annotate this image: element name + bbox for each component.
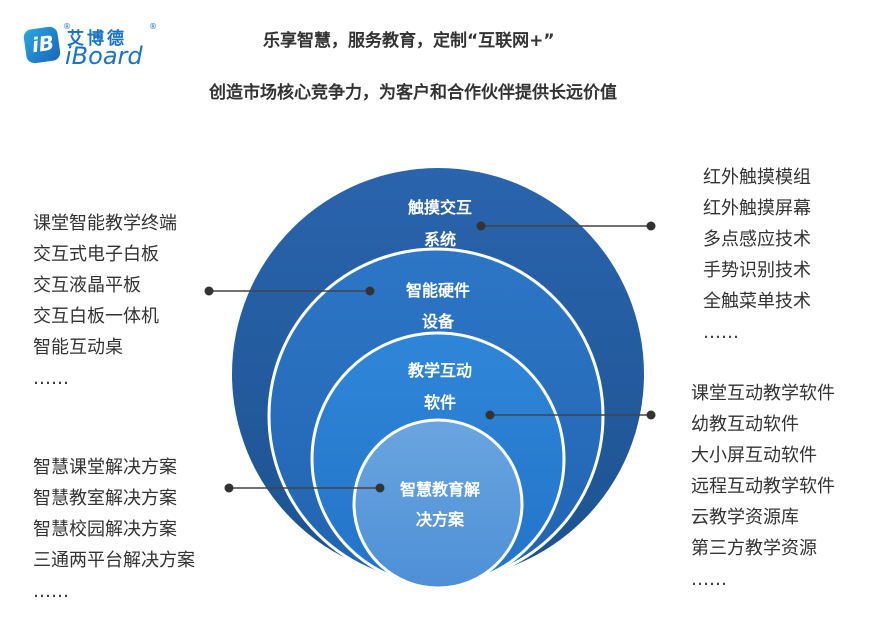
connector-dot — [476, 221, 486, 231]
list-item: 红外触摸模组 — [703, 167, 811, 188]
list-item: 第三方教学资源 — [691, 538, 817, 559]
connector-dot — [224, 483, 234, 493]
list-item: 智慧教室解决方案 — [33, 488, 177, 509]
iboard-logo: iB ® 艾博德 ® iBoard — [22, 22, 165, 70]
list-item: 幼教互动软件 — [691, 414, 799, 435]
registered-mark: ® — [63, 22, 71, 31]
list-item: …… — [691, 569, 727, 590]
ring-label: 设备 — [422, 312, 455, 331]
ring-label: 系统 — [424, 230, 456, 249]
registered-mark: ® — [149, 22, 157, 31]
solution-list: 智慧课堂解决方案 智慧教室解决方案 智慧校园解决方案 三通两平台解决方案 …… — [33, 452, 195, 607]
list-item: 红外触摸屏幕 — [703, 198, 811, 219]
touch-technology-list: 红外触摸模组 红外触摸屏幕 多点感应技术 手势识别技术 全触菜单技术 …… — [703, 162, 811, 348]
ring-smart-education — [352, 418, 524, 590]
list-item: …… — [703, 322, 739, 343]
connector-dot — [646, 410, 656, 420]
list-item: 课堂智能教学终端 — [33, 213, 177, 234]
list-item: 智能互动桌 — [33, 337, 123, 358]
list-item: 交互式电子白板 — [33, 244, 159, 265]
list-item: 手势识别技术 — [703, 260, 811, 281]
hardware-product-list: 课堂智能教学终端 交互式电子白板 交互液晶平板 交互白板一体机 智能互动桌 …… — [33, 208, 177, 394]
logo-english-name: iBoard — [65, 42, 143, 70]
list-item: 三通两平台解决方案 — [33, 550, 195, 571]
ring-label: 教学互动 — [408, 361, 472, 380]
list-item: 交互液晶平板 — [33, 275, 141, 296]
connector-dot — [204, 286, 214, 296]
ring-label: 软件 — [424, 393, 456, 412]
software-list: 课堂互动教学软件 幼教互动软件 大小屏互动软件 远程互动教学软件 云教学资源库 … — [691, 378, 835, 595]
list-item: 课堂互动教学软件 — [691, 383, 835, 404]
connector-dot — [646, 221, 656, 231]
list-item: 智慧校园解决方案 — [33, 519, 177, 540]
connector-dot — [375, 483, 385, 493]
list-item: …… — [33, 581, 69, 602]
list-item: 多点感应技术 — [703, 229, 811, 250]
list-item: 大小屏互动软件 — [691, 445, 817, 466]
ring-label: 触摸交互 — [407, 198, 472, 217]
ring-label: 智能硬件 — [406, 281, 470, 300]
list-item: 交互白板一体机 — [33, 306, 159, 327]
ring-label: 决方案 — [416, 510, 465, 529]
list-item: 云教学资源库 — [691, 507, 799, 528]
list-item: 远程互动教学软件 — [691, 476, 835, 497]
list-item: 智慧课堂解决方案 — [33, 457, 177, 478]
connector-dot — [485, 410, 495, 420]
connector-dot — [365, 286, 375, 296]
ring-label: 智慧教育解 — [400, 480, 480, 499]
headline-line-1: 乐享智慧，服务教育，定制“互联网+” — [263, 31, 555, 51]
list-item: …… — [33, 368, 69, 389]
list-item: 全触菜单技术 — [703, 291, 811, 312]
logo-chinese-name: 艾博德 — [67, 29, 127, 49]
headline-line-2: 创造市场核心竞争力，为客户和合作伙伴提供长远价值 — [209, 83, 617, 103]
